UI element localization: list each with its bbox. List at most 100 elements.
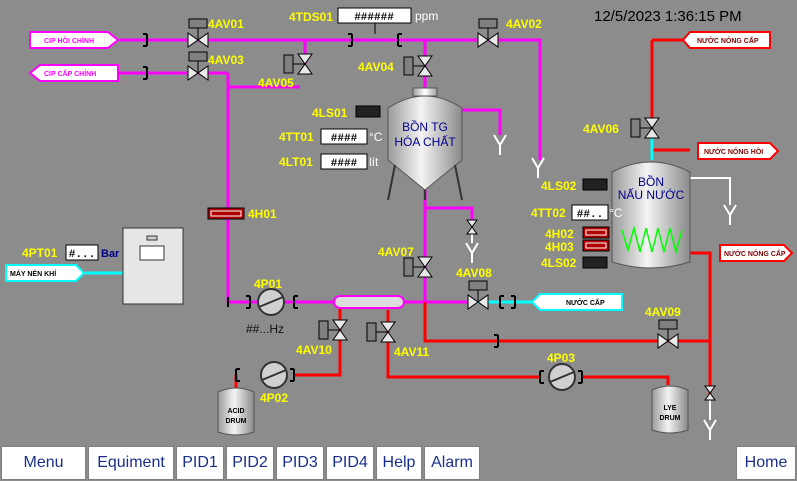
drain-icon [465, 242, 479, 263]
pipe-tag-cip-return: CIP HỒI CHÍNH [29, 31, 120, 49]
label-4av10: 4AV10 [296, 343, 332, 357]
valve-4av05[interactable] [283, 53, 313, 75]
lye-drum[interactable]: LYE DRUM [651, 385, 689, 434]
svg-text:MÁY NÉN KHÍ: MÁY NÉN KHÍ [10, 269, 57, 278]
chem-tank-label-2: HÓA CHẤT [394, 134, 456, 149]
pipe-tag-compressor: MÁY NÉN KHÍ [5, 264, 86, 282]
valve-4av07[interactable] [403, 256, 433, 278]
valve-4av01[interactable] [187, 18, 209, 48]
level-sensor-4ls01[interactable] [355, 105, 381, 118]
tds-display[interactable]: ###### [337, 7, 412, 34]
valve-4av04[interactable] [403, 55, 433, 77]
heater-coil [621, 225, 683, 255]
nav-alarm-button[interactable]: Alarm [424, 446, 480, 480]
nav-pid1-button[interactable]: PID1 [176, 446, 224, 480]
nav-pid4-button[interactable]: PID4 [326, 446, 374, 480]
label-4av02: 4AV02 [506, 17, 542, 31]
svg-text:CIP HỒI CHÍNH: CIP HỒI CHÍNH [44, 35, 94, 45]
label-4ls02-bottom: 4LS02 [541, 256, 577, 270]
drain-icon [723, 204, 737, 225]
hot-tank-label-1: BỒN [638, 174, 664, 189]
chemical-tank[interactable]: BỒN TG HÓA CHẤT [387, 87, 463, 201]
label-4av08: 4AV08 [456, 266, 492, 280]
valve-chem-drain[interactable] [466, 219, 478, 235]
tds-unit: ppm [415, 9, 438, 23]
label-4av07: 4AV07 [378, 245, 414, 259]
svg-text:####: #### [331, 158, 358, 170]
drain-icon [493, 134, 507, 155]
label-4tt02: 4TT02 [531, 206, 566, 220]
pipe-tag-hot-return: NƯỚC NÓNG HỒI [697, 142, 780, 160]
label-4tt01: 4TT01 [279, 130, 314, 144]
label-4av09: 4AV09 [645, 305, 681, 319]
nav-home-button[interactable]: Home [736, 446, 796, 480]
svg-text:NƯỚC NÓNG CẤP: NƯỚC NÓNG CẤP [724, 248, 786, 258]
navigation-bar: Menu Equiment PID1 PID2 PID3 PID4 Help A… [0, 445, 797, 481]
label-4pt01: 4PT01 [22, 246, 58, 260]
svg-text:#...: #... [69, 249, 95, 261]
nav-help-button[interactable]: Help [376, 446, 422, 480]
pt01-unit: Bar [101, 248, 120, 260]
lye-drum-label-2: DRUM [660, 415, 681, 422]
pump-4p01[interactable] [257, 288, 285, 316]
valve-right-drain[interactable] [704, 385, 716, 401]
lt01-display[interactable]: #### [320, 153, 368, 170]
label-4av05: 4AV05 [258, 76, 294, 90]
label-4h01: 4H01 [248, 207, 277, 221]
label-4p03: 4P03 [547, 351, 575, 365]
lt01-unit: lít [369, 155, 379, 169]
label-4av11: 4AV11 [394, 345, 429, 359]
svg-text:NƯỚC CẤP: NƯỚC CẤP [566, 297, 605, 307]
level-sensor-4ls02-top[interactable] [582, 178, 608, 191]
chem-tank-label-1: BỒN TG [402, 119, 448, 134]
compressor-cabinet[interactable] [122, 227, 184, 305]
drain-icon [531, 157, 545, 178]
nav-equipment-button[interactable]: Equiment [88, 446, 174, 480]
label-4av01: 4AV01 [208, 17, 244, 31]
heat-exchanger[interactable] [333, 295, 405, 309]
label-4av06: 4AV06 [583, 122, 619, 136]
pump-4p02[interactable] [260, 361, 288, 389]
pipe-tag-cip-supply: CIP CẤP CHÍNH [28, 64, 119, 82]
acid-drum-label-1: ACID [227, 408, 244, 415]
acid-drum[interactable]: ACID DRUM [217, 387, 255, 436]
nav-pid3-button[interactable]: PID3 [276, 446, 324, 480]
valve-4av10[interactable] [318, 319, 348, 341]
label-4h03: 4H03 [545, 240, 574, 254]
valve-4av09[interactable] [657, 319, 679, 349]
label-4p02: 4P02 [260, 391, 288, 405]
pipe-tag-hot-supply-top: NƯỚC NÓNG CẤP [681, 31, 771, 49]
tt01-unit: °C [369, 130, 383, 144]
p01-frequency: ##...Hz [246, 322, 284, 336]
valve-4av02[interactable] [477, 18, 499, 48]
label-4lt01: 4LT01 [279, 155, 313, 169]
heater-4h02[interactable] [582, 226, 610, 239]
level-sensor-4ls02-bottom[interactable] [582, 256, 608, 269]
label-4tds01: 4TDS01 [289, 10, 333, 24]
valve-4av08[interactable] [467, 280, 489, 310]
label-4ls01: 4LS01 [312, 106, 348, 120]
label-4av03: 4AV03 [208, 53, 244, 67]
valve-4av06[interactable] [630, 117, 660, 139]
tt02-display[interactable]: ##.. [571, 204, 609, 221]
nav-menu-button[interactable]: Menu [1, 446, 86, 480]
pump-4p03[interactable] [548, 363, 576, 391]
heater-4h01[interactable] [207, 207, 245, 220]
label-4h02: 4H02 [545, 227, 574, 241]
svg-text:CIP CẤP CHÍNH: CIP CẤP CHÍNH [44, 68, 96, 78]
label-4ls02-top: 4LS02 [541, 179, 577, 193]
svg-text:######: ###### [354, 12, 394, 24]
datetime: 12/5/2023 1:36:15 PM [594, 8, 742, 25]
valve-4av11[interactable] [366, 321, 396, 343]
pt01-display[interactable]: #... [65, 244, 99, 261]
label-4av04: 4AV04 [358, 60, 394, 74]
heater-4h03[interactable] [582, 239, 610, 252]
tt01-display[interactable]: #### [320, 128, 368, 145]
hot-water-tank[interactable]: BỒN NẤU NƯỚC [611, 161, 691, 269]
svg-text:####: #### [331, 133, 358, 145]
label-4p01: 4P01 [254, 277, 282, 291]
tt02-unit: °C [609, 206, 623, 220]
nav-pid2-button[interactable]: PID2 [226, 446, 274, 480]
pipe-tag-water-supply: NƯỚC CẤP [530, 293, 623, 311]
valve-4av03[interactable] [187, 51, 209, 81]
